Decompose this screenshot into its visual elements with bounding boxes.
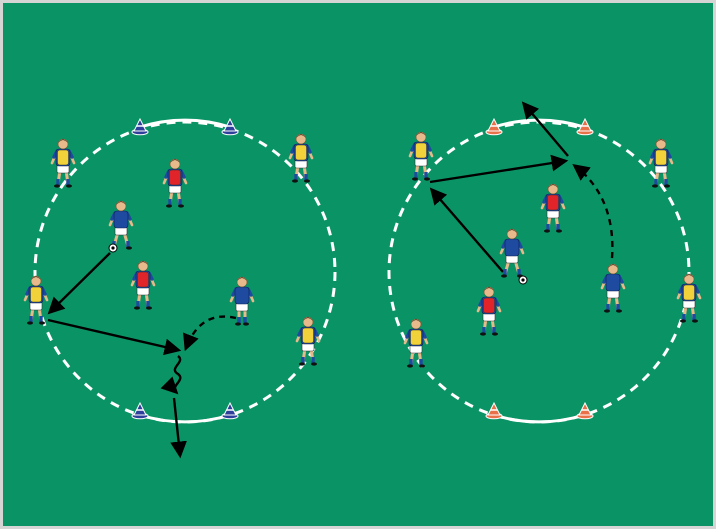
pitch-surface	[3, 3, 713, 526]
soccer-ball-icon	[109, 244, 117, 252]
soccer-ball-icon	[519, 276, 527, 284]
